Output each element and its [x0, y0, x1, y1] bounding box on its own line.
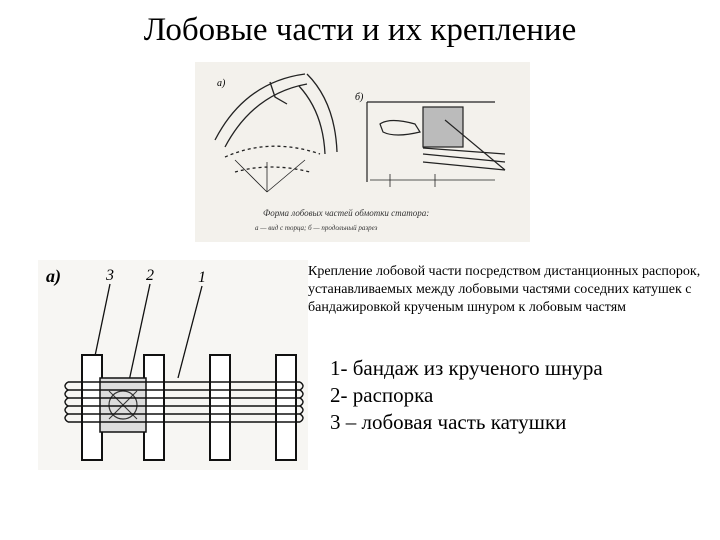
label-b: б): [355, 92, 364, 103]
legend-item-3: 3 – лобовая часть катушки: [330, 410, 567, 434]
fastening-drawing: а) 3 2 1: [46, 266, 304, 461]
legend-item-2: 2- распорка: [330, 383, 434, 407]
fastening-figure: а) 3 2 1: [38, 260, 308, 470]
label-a: а): [217, 78, 226, 89]
description-text: Крепление лобовой части посредством дист…: [308, 264, 701, 315]
end-winding-drawing: а) б) Форма лобовых частей обмотки стато…: [214, 73, 506, 232]
callout-3: 3: [105, 267, 114, 284]
callout-2: 2: [146, 267, 154, 284]
legend-item-1: 1- бандаж из крученого шнура: [330, 356, 603, 380]
caption-line-2: а — вид с торца; б — продольный разрез: [255, 224, 378, 232]
slide-title: Лобовые части и их крепление: [143, 12, 577, 48]
legend-list: 1- бандаж из крученого шнура 2- распорка…: [330, 355, 710, 436]
callout-1: 1: [198, 269, 206, 286]
end-winding-figure: а) б) Форма лобовых частей обмотки стато…: [195, 62, 530, 242]
figure-label: а): [46, 266, 61, 287]
caption-line-1: Форма лобовых частей обмотки статора:: [263, 208, 429, 218]
